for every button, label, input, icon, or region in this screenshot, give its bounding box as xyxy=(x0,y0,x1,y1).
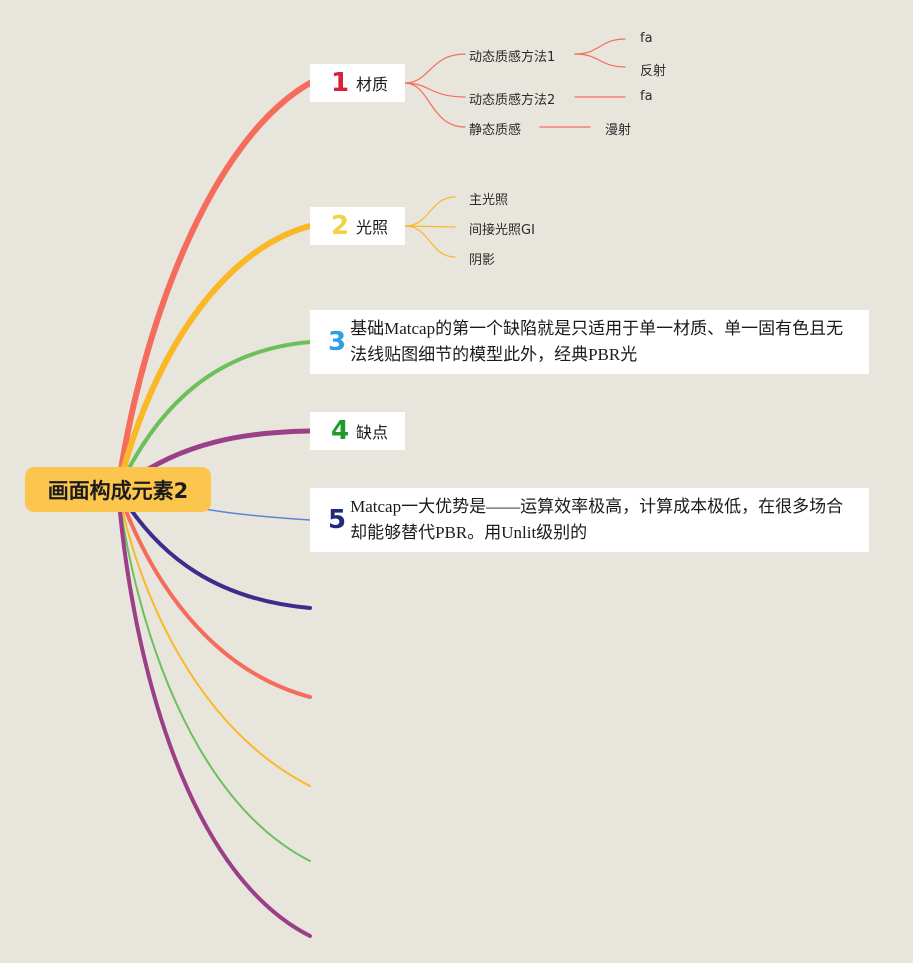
root-title: 画面构成元素2 xyxy=(47,478,189,503)
branch-topic-2 xyxy=(115,223,313,493)
leaf-reflection[interactable]: 反射 xyxy=(640,64,667,79)
connector-fa-1 xyxy=(574,38,626,55)
subtopic-dynamic-method-2[interactable]: 动态质感方法2 xyxy=(469,93,556,108)
number-1-badge: 1 xyxy=(330,68,350,98)
subtopic-dynamic-method-1[interactable]: 动态质感方法1 xyxy=(469,50,556,65)
subtopic-indirect-gi[interactable]: 间接光照GI xyxy=(469,223,535,238)
subtopic-static-texture[interactable]: 静态质感 xyxy=(469,123,522,138)
number-4-badge: 4 xyxy=(330,416,350,446)
topic-label: 材质 xyxy=(356,75,389,94)
topic-label: 光照 xyxy=(356,218,389,237)
topic-lighting[interactable]: 2 光照 xyxy=(310,207,405,245)
branch-empty-2 xyxy=(116,488,312,699)
branch-empty-3 xyxy=(117,489,311,787)
connector-method-2 xyxy=(404,82,466,98)
subtopic-main-light[interactable]: 主光照 xyxy=(469,193,509,208)
topic-material[interactable]: 1 材质 xyxy=(310,64,405,102)
topic-matcap-drawback[interactable]: 3 基础Matcap的第一个缺陷就是只适用于单一材质、单一固有色且无法线贴图细节… xyxy=(310,310,869,374)
number-3-badge: 3 xyxy=(328,327,347,357)
connector-shadow xyxy=(404,225,456,258)
leaf-fa[interactable]: fa xyxy=(640,31,653,46)
connector-method-1 xyxy=(404,53,466,84)
branch-empty-1 xyxy=(116,488,312,610)
topic-label: Matcap一大优势是——运算效率极高，计算成本极低，在很多场合却能够替代PBR… xyxy=(350,497,844,542)
connector-static xyxy=(404,82,466,128)
branch-empty-4 xyxy=(117,489,311,862)
topic-label: 基础Matcap的第一个缺陷就是只适用于单一材质、单一固有色且无法线贴图细节的模… xyxy=(350,319,844,364)
number-2-badge: 2 xyxy=(330,211,350,241)
root-node[interactable]: 画面构成元素2 xyxy=(25,467,211,512)
connector-indirect xyxy=(404,225,456,228)
number-5-badge: 5 xyxy=(328,505,347,535)
topic-matcap-advantage[interactable]: 5 Matcap一大优势是——运算效率极高，计算成本极低，在很多场合却能够替代P… xyxy=(310,488,869,552)
leaf-diffuse[interactable]: 漫射 xyxy=(605,123,632,138)
subtopic-shadow[interactable]: 阴影 xyxy=(469,253,496,268)
topic-weakness[interactable]: 4 缺点 xyxy=(310,412,405,450)
topic-label: 缺点 xyxy=(356,423,389,442)
leaf-fa[interactable]: fa xyxy=(640,89,653,104)
connector-reflect xyxy=(574,53,626,68)
branch-empty-5 xyxy=(116,488,312,938)
branch-topic-3 xyxy=(116,340,312,492)
connector-main-light xyxy=(404,196,456,227)
branch-topic-1 xyxy=(115,80,313,493)
